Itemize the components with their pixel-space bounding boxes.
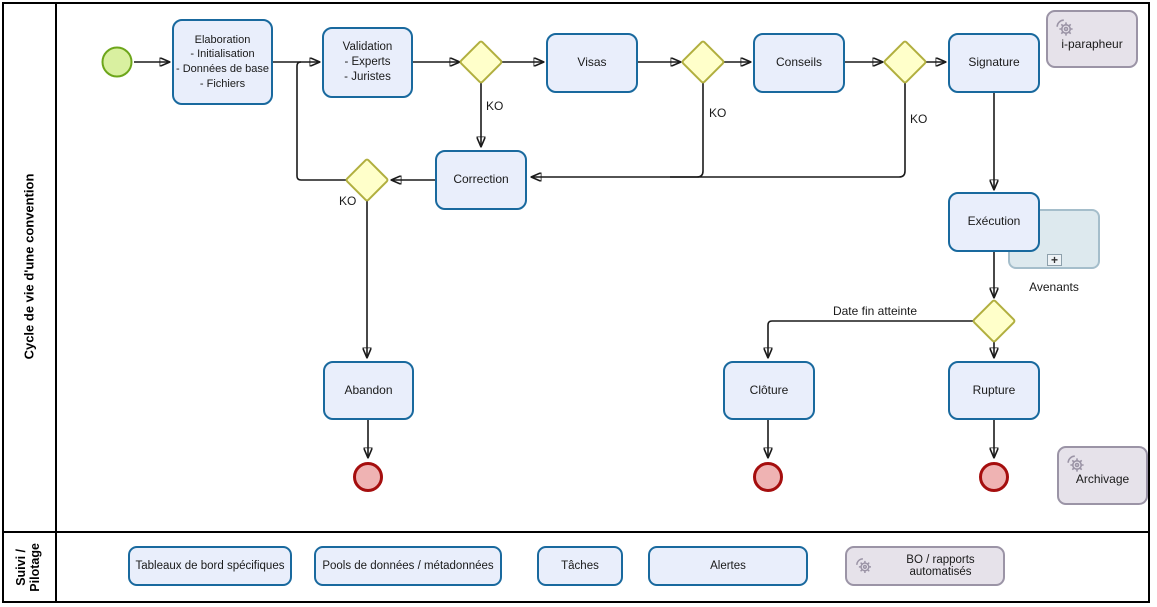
artifact-i-parapheur: i-parapheur: [1046, 10, 1138, 68]
end-event-abandon: [353, 462, 383, 492]
edge-label-ko-abandon: KO: [339, 194, 357, 208]
artifact-archivage: Archivage: [1057, 446, 1148, 505]
task-rupture: Rupture: [948, 361, 1040, 420]
task-abandon: Abandon: [323, 361, 414, 420]
plus-icon: +: [1047, 254, 1062, 266]
task-signature: Signature: [948, 33, 1040, 93]
task-visas: Visas: [546, 33, 638, 93]
artifact-i-parapheur-label: i-parapheur: [1061, 37, 1123, 51]
end-event-cloture: [753, 462, 783, 492]
task-alertes: Alertes: [648, 546, 808, 586]
task-pools-donnees: Pools de données / métadonnées: [314, 546, 502, 586]
task-correction: Correction: [435, 150, 527, 210]
artifact-bo-rapports: BO / rapports automatisés: [845, 546, 1005, 586]
artifact-archivage-label: Archivage: [1075, 471, 1130, 486]
edge-label-ko-validation: KO: [486, 99, 504, 113]
lane-divider: [2, 531, 1150, 533]
edge-label-date-fin: Date fin atteinte: [832, 304, 918, 318]
task-taches: Tâches: [537, 546, 623, 586]
gear-icon: [856, 558, 872, 574]
lane-label-strip-divider: [55, 2, 57, 603]
artifact-bo-label: BO / rapports automatisés: [906, 554, 975, 578]
start-event: [101, 46, 133, 78]
end-event-rupture: [979, 462, 1009, 492]
gear-icon: [1056, 19, 1074, 37]
task-validation: Validation - Experts - Juristes: [322, 27, 413, 98]
gear-icon: [1067, 455, 1085, 473]
task-tableaux-de-bord: Tableaux de bord spécifiques: [128, 546, 292, 586]
edge-label-ko-visas: KO: [709, 106, 727, 120]
edge-label-ko-conseils: KO: [910, 112, 928, 126]
task-cloture: Clôture: [723, 361, 815, 420]
task-conseils: Conseils: [753, 33, 845, 93]
task-execution: Exécution: [948, 192, 1040, 252]
task-elaboration: Elaboration - Initialisation - Données d…: [172, 19, 273, 105]
subprocess-avenants-label: Avenants: [1029, 280, 1079, 294]
